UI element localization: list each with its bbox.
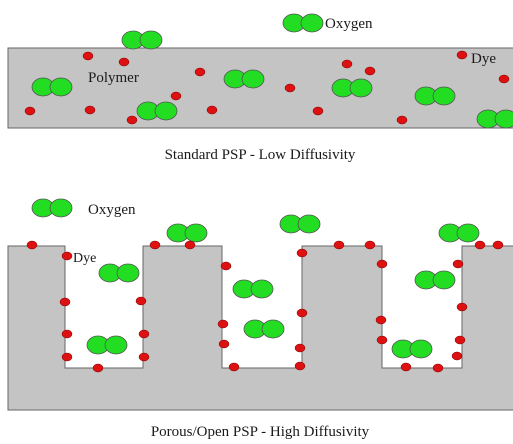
dye-molecule bbox=[376, 259, 388, 269]
dye-molecule bbox=[294, 361, 306, 371]
dye-molecule bbox=[84, 105, 96, 115]
dye-molecule bbox=[206, 105, 218, 115]
standard-psp-caption: Standard PSP - Low Diffusivity bbox=[165, 147, 356, 163]
oxygen-molecule bbox=[243, 319, 285, 339]
dye-molecule bbox=[170, 91, 182, 101]
dye-molecule bbox=[364, 240, 376, 250]
dye-molecule bbox=[228, 362, 240, 372]
dye-molecule bbox=[452, 259, 464, 269]
oxygen-molecule bbox=[232, 279, 274, 299]
dye-molecule bbox=[61, 329, 73, 339]
dye-legend-label: Dye bbox=[471, 51, 496, 67]
oxygen-molecule bbox=[136, 101, 178, 121]
oxygen-molecule bbox=[86, 335, 128, 355]
standard-psp-panel: Polymer Oxygen Dye Standard PSP - Low Di… bbox=[7, 13, 513, 163]
dye-molecule bbox=[220, 261, 232, 271]
dye-molecule bbox=[474, 240, 486, 250]
dye-legend-icon bbox=[456, 50, 468, 60]
dye-molecule bbox=[451, 351, 463, 361]
dye-molecule bbox=[92, 363, 104, 373]
oxygen-molecule bbox=[279, 214, 321, 234]
oxygen-molecule bbox=[31, 77, 73, 97]
polymer-layer bbox=[7, 47, 513, 129]
dye-molecules-bottom bbox=[26, 240, 504, 373]
dye-molecule bbox=[217, 319, 229, 329]
oxygen-molecules-bottom bbox=[31, 198, 480, 359]
oxygen-molecule bbox=[121, 30, 163, 50]
dye-molecule bbox=[61, 251, 73, 261]
oxygen-molecule bbox=[98, 263, 140, 283]
oxygen-legend-icon bbox=[282, 13, 324, 33]
dye-molecule bbox=[312, 106, 324, 116]
dye-molecule bbox=[138, 352, 150, 362]
porous-psp-caption: Porous/Open PSP - High Diffusivity bbox=[151, 424, 370, 440]
oxygen-legend-label: Oxygen bbox=[325, 16, 373, 32]
dye-molecule bbox=[364, 66, 376, 76]
oxygen-molecules bbox=[31, 13, 513, 129]
dye-molecule bbox=[375, 315, 387, 325]
dye-molecule bbox=[82, 51, 94, 61]
oxygen-legend-icon-bottom bbox=[31, 198, 73, 218]
dye-molecule bbox=[126, 115, 138, 125]
dye-molecule bbox=[296, 308, 308, 318]
oxygen-molecule bbox=[438, 223, 480, 243]
porous-polymer-layer bbox=[7, 245, 513, 411]
dye-molecule bbox=[376, 335, 388, 345]
oxygen-legend-label-bottom: Oxygen bbox=[88, 202, 136, 218]
dye-molecule bbox=[26, 240, 38, 250]
oxygen-molecule bbox=[166, 223, 208, 243]
oxygen-molecule bbox=[391, 339, 433, 359]
dye-molecule bbox=[456, 302, 468, 312]
dye-molecule bbox=[333, 240, 345, 250]
dye-molecule bbox=[59, 297, 71, 307]
dye-label-bottom: Dye bbox=[73, 251, 96, 266]
dye-molecule bbox=[194, 67, 206, 77]
dye-molecule bbox=[294, 343, 306, 353]
oxygen-molecule bbox=[476, 109, 513, 129]
dye-molecule bbox=[61, 352, 73, 362]
dye-molecule bbox=[24, 106, 36, 116]
oxygen-molecule bbox=[414, 86, 456, 106]
oxygen-molecule bbox=[223, 69, 265, 89]
oxygen-molecule bbox=[414, 270, 456, 290]
dye-molecule bbox=[138, 329, 150, 339]
dye-molecule bbox=[135, 296, 147, 306]
dye-molecule bbox=[492, 240, 504, 250]
polymer-label: Polymer bbox=[88, 70, 139, 86]
dye-molecule bbox=[341, 59, 353, 69]
dye-molecule bbox=[284, 83, 296, 93]
oxygen-molecule bbox=[331, 78, 373, 98]
dye-molecules bbox=[24, 50, 510, 125]
dye-molecule bbox=[218, 339, 230, 349]
dye-molecule bbox=[184, 240, 196, 250]
dye-molecule bbox=[118, 57, 130, 67]
dye-molecule bbox=[400, 362, 412, 372]
dye-molecule bbox=[396, 115, 408, 125]
dye-molecule bbox=[498, 74, 510, 84]
dye-molecule bbox=[149, 240, 161, 250]
dye-molecule bbox=[454, 335, 466, 345]
dye-molecule bbox=[432, 363, 444, 373]
dye-molecule bbox=[296, 248, 308, 258]
porous-psp-panel: Oxygen Dye Porous/Open PSP - High Diffus… bbox=[7, 198, 513, 440]
